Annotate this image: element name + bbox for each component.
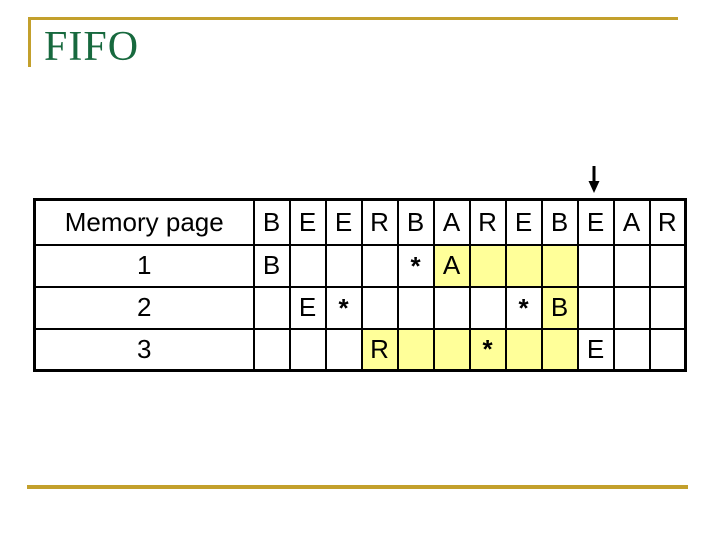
- page-letter-cell: E: [288, 285, 327, 330]
- page-hit-star: *: [396, 243, 435, 288]
- empty-cell: [288, 327, 327, 372]
- empty-cell: [468, 285, 507, 330]
- empty-cell: [576, 285, 615, 330]
- reference-header-5: B: [396, 198, 435, 246]
- empty-cell: [432, 285, 471, 330]
- empty-cell: [612, 243, 651, 288]
- frame-label: 1: [33, 243, 255, 288]
- top-accent-line: [30, 17, 678, 20]
- reference-header-3: E: [324, 198, 363, 246]
- empty-cell: [360, 243, 399, 288]
- page-hit-star: *: [324, 285, 363, 330]
- page-letter-cell: B: [252, 243, 291, 288]
- page-letter-cell: E: [576, 327, 615, 372]
- empty-cell: [576, 243, 615, 288]
- reference-header-7: R: [468, 198, 507, 246]
- left-accent-line: [28, 17, 31, 67]
- empty-cell: [612, 285, 651, 330]
- bottom-accent-line: [27, 485, 688, 489]
- page-hit-star: *: [504, 285, 543, 330]
- empty-cell: [288, 243, 327, 288]
- empty-cell: [468, 243, 507, 288]
- reference-header-10: E: [576, 198, 615, 246]
- reference-header-4: R: [360, 198, 399, 246]
- reference-header-8: E: [504, 198, 543, 246]
- memory-page-header: Memory page: [33, 198, 255, 246]
- empty-cell: [396, 327, 435, 372]
- empty-cell: [504, 327, 543, 372]
- reference-header-2: E: [288, 198, 327, 246]
- reference-header-6: A: [432, 198, 471, 246]
- empty-cell: [252, 327, 291, 372]
- empty-cell: [648, 285, 687, 330]
- empty-cell: [432, 327, 471, 372]
- reference-header-9: B: [540, 198, 579, 246]
- reference-header-1: B: [252, 198, 291, 246]
- empty-cell: [540, 243, 579, 288]
- empty-cell: [324, 327, 363, 372]
- empty-cell: [396, 285, 435, 330]
- reference-header-11: A: [612, 198, 651, 246]
- page-title: FIFO: [44, 24, 140, 70]
- empty-cell: [648, 243, 687, 288]
- empty-cell: [360, 285, 399, 330]
- empty-cell: [324, 243, 363, 288]
- empty-cell: [612, 327, 651, 372]
- empty-cell: [648, 327, 687, 372]
- current-reference-arrow: [588, 166, 600, 193]
- page-hit-star: *: [468, 327, 507, 372]
- down-arrow-icon: [588, 166, 600, 193]
- reference-header-12: R: [648, 198, 687, 246]
- empty-cell: [540, 327, 579, 372]
- frame-row-3: 3 R * E: [33, 327, 687, 372]
- empty-cell: [504, 243, 543, 288]
- frame-label: 2: [33, 285, 255, 330]
- page-letter-cell: B: [540, 285, 579, 330]
- page-letter-cell: A: [432, 243, 471, 288]
- frame-label: 3: [33, 327, 255, 372]
- page-letter-cell: R: [360, 327, 399, 372]
- empty-cell: [252, 285, 291, 330]
